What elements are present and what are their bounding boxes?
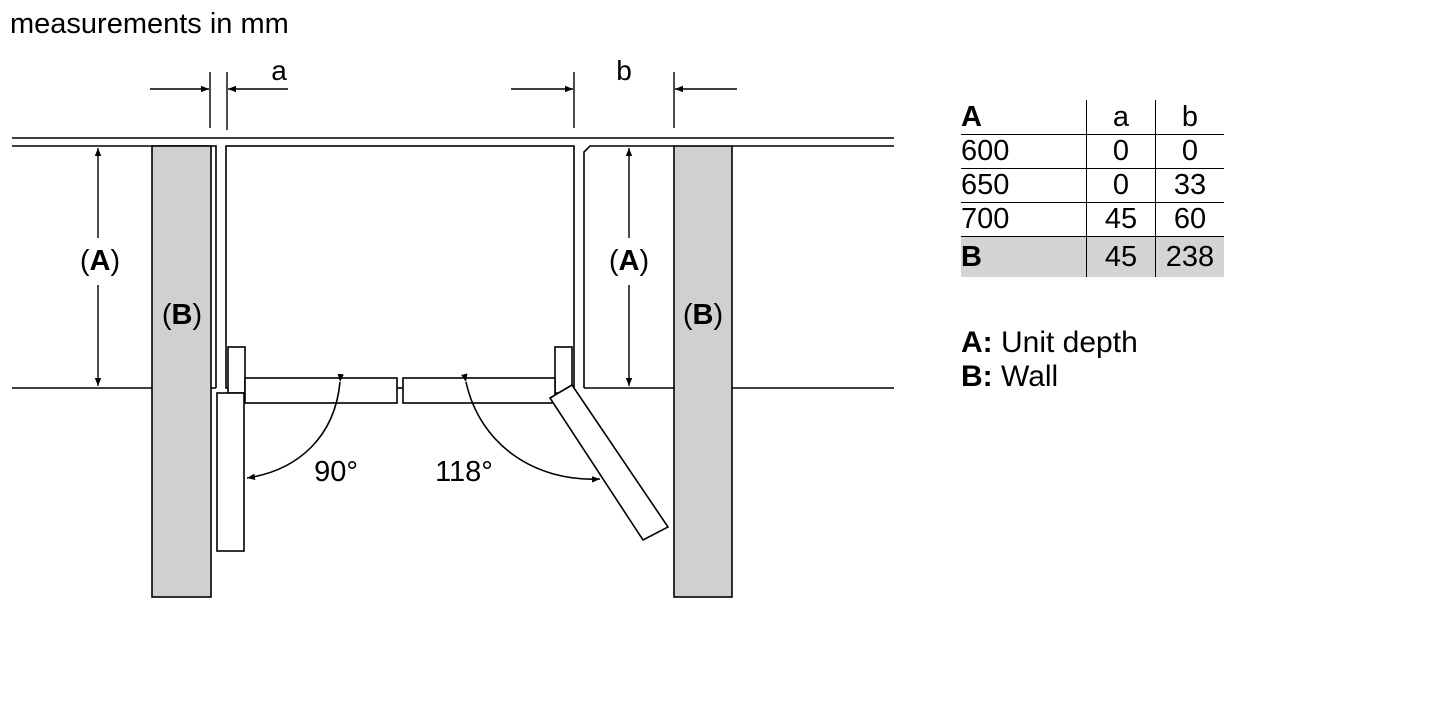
- right-niche-cabinet: [583, 145, 674, 388]
- left-door-open: [216, 392, 245, 552]
- table-header: A: [961, 100, 1087, 135]
- left-hinge: [227, 346, 246, 394]
- table-cell: 238: [1155, 236, 1224, 277]
- table-cell: 33: [1155, 168, 1224, 203]
- wall-label-left: (B): [162, 299, 202, 331]
- table-cell: 45: [1086, 236, 1156, 277]
- table-cell: 0: [1155, 134, 1224, 169]
- table-row-highlight: B 45 238: [961, 236, 1224, 277]
- table-cell: 650: [961, 168, 1087, 203]
- right-door-closed: [402, 377, 556, 404]
- legend-text: Unit depth: [992, 326, 1138, 359]
- angle-label-left: 90°: [314, 456, 358, 488]
- legend-key: A:: [961, 326, 993, 359]
- table-cell: 45: [1086, 202, 1156, 237]
- angle-label-right: 118°: [435, 456, 493, 488]
- legend: A: Unit depth B: Wall: [961, 326, 1138, 394]
- depth-label-right: (A): [609, 245, 649, 277]
- clearance-table: A a b 600 0 0 650 0 33 700 45 60 B 45 23…: [961, 100, 1224, 277]
- table-cell: 700: [961, 202, 1087, 237]
- right-door-open: [548, 383, 670, 542]
- page-title: measurements in mm: [10, 8, 289, 40]
- appliance-body: [225, 145, 575, 389]
- gap-dimension-a: [150, 72, 288, 130]
- table-cell: 600: [961, 134, 1087, 169]
- table-cell: 0: [1086, 168, 1156, 203]
- table-cell: 60: [1155, 202, 1224, 237]
- installation-diagram: a b (A) (A) (B) (B) 90° 118°: [12, 55, 894, 598]
- table-row: 600 0 0: [961, 134, 1224, 169]
- gap-label-b: b: [616, 55, 632, 86]
- gap-dimension-b: [511, 72, 737, 128]
- legend-key: B:: [961, 360, 993, 393]
- table-header: b: [1155, 100, 1224, 135]
- left-wall: [151, 145, 212, 598]
- table-row: 700 45 60: [961, 202, 1224, 237]
- angle-arc-left: [246, 373, 344, 480]
- table-cell: B: [961, 236, 1087, 277]
- table-cell: 0: [1086, 134, 1156, 169]
- gap-label-a: a: [271, 55, 287, 86]
- back-wall-lines: [12, 137, 894, 147]
- legend-text: Wall: [992, 360, 1059, 393]
- left-niche-edge: [211, 145, 217, 388]
- table-row: 650 0 33: [961, 168, 1224, 203]
- left-door-closed: [244, 377, 398, 404]
- wall-label-right: (B): [683, 299, 723, 331]
- angle-arc-right: [461, 373, 601, 483]
- right-wall: [673, 145, 733, 598]
- legend-item: B: Wall: [961, 360, 1138, 394]
- legend-item: A: Unit depth: [961, 326, 1138, 360]
- depth-label-left: (A): [80, 245, 120, 277]
- table-header-row: A a b: [961, 100, 1224, 135]
- table-header: a: [1086, 100, 1156, 135]
